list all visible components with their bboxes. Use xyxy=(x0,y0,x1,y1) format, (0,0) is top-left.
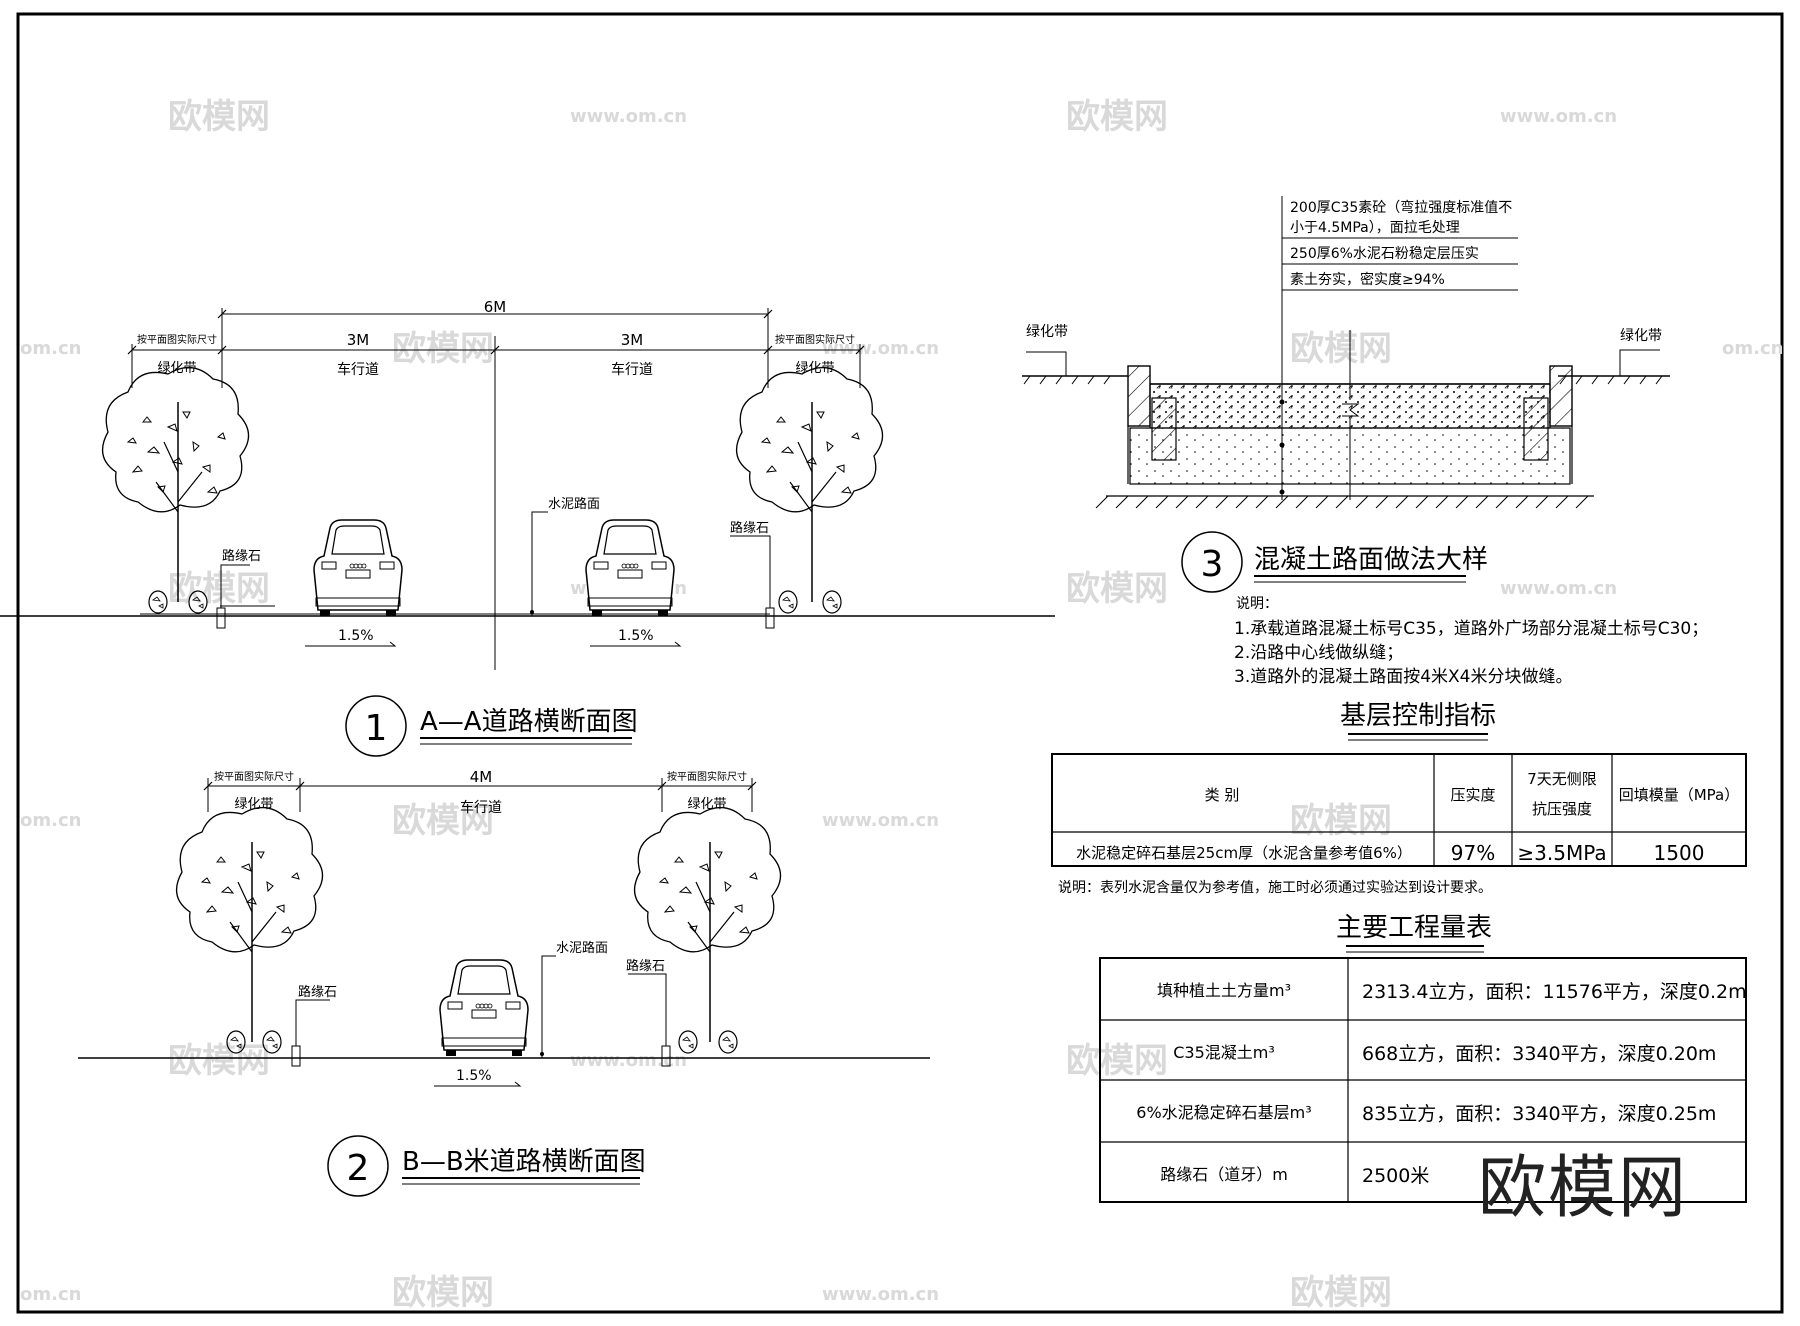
aa-lane-label-right: 车行道 xyxy=(611,361,653,378)
base-table-row-modulus: 1500 xyxy=(1654,841,1705,865)
svg-text:欧模网: 欧模网 xyxy=(1290,801,1392,841)
qty-row-2-item: C35混凝土m³ xyxy=(1173,1043,1275,1062)
bb-curb-label-left: 路缘石 xyxy=(298,984,337,1000)
detail3-layer3: 素土夯实，密实度≥94% xyxy=(1290,271,1445,288)
base-table-header-compaction: 压实度 xyxy=(1450,786,1495,804)
watermark-logo: 欧模网 xyxy=(1478,1149,1689,1228)
bb-title: B—B米道路横断面图 xyxy=(402,1147,646,1177)
svg-text:www.om.cn: www.om.cn xyxy=(1500,106,1617,127)
base-table-title: 基层控制指标 xyxy=(1340,701,1496,731)
notes-item-3: 3.道路外的混凝土路面按4米X4米分块做缝。 xyxy=(1234,667,1573,687)
svg-text:欧模网: 欧模网 xyxy=(392,1273,494,1313)
qty-row-3-value: 835立方，面积：3340平方，深度0.25m xyxy=(1362,1103,1716,1125)
aa-lane-label-left: 车行道 xyxy=(337,361,379,378)
qty-row-1-value: 2313.4立方，面积：11576平方，深度0.2m xyxy=(1362,981,1747,1003)
aa-number: 1 xyxy=(365,708,388,749)
svg-text:om.cn: om.cn xyxy=(20,338,81,359)
base-table-header-modulus: 回填模量（MPa） xyxy=(1619,786,1740,804)
aa-green-label-left: 绿化带 xyxy=(157,361,196,376)
svg-text:欧模网: 欧模网 xyxy=(1066,1041,1168,1081)
qty-row-4-value: 2500米 xyxy=(1362,1165,1429,1187)
svg-text:欧模网: 欧模网 xyxy=(168,1041,270,1081)
base-table-header-category: 类 别 xyxy=(1205,786,1240,804)
watermarks: 欧模网 www.om.cn 欧模网 www.om.cn om.cn 欧模网 ww… xyxy=(20,97,1783,1313)
aa-curb-label-right: 路缘石 xyxy=(730,520,769,536)
svg-text:www.om.cn: www.om.cn xyxy=(822,810,939,831)
notes-item-2: 2.沿路中心线做纵缝； xyxy=(1234,643,1403,663)
svg-text:欧模网: 欧模网 xyxy=(1290,329,1392,369)
aa-lane-left-width: 3M xyxy=(347,331,370,349)
detail3-drawing: 200厚C35素砼（弯拉强度标准值不 小于4.5MPa），面拉毛处理 250厚6… xyxy=(1022,196,1670,593)
bb-slope: 1.5% xyxy=(456,1068,492,1084)
svg-text:www.om.cn: www.om.cn xyxy=(570,106,687,127)
svg-text:欧模网: 欧模网 xyxy=(392,801,494,841)
bb-green-note-left: 按平面图实际尺寸 xyxy=(214,770,294,783)
qty-row-2-value: 668立方，面积：3340平方，深度0.20m xyxy=(1362,1043,1716,1065)
quantity-table: 主要工程量表 填种植土土方量m³ 2313.4立方，面积：11576平方，深度0… xyxy=(1099,913,1747,1203)
aa-pavement-label: 水泥路面 xyxy=(548,496,600,512)
section-bb-drawing: 4M 车行道 按平面图实际尺寸 按平面图实际尺寸 绿化带 绿化带 水泥路面 路缘… xyxy=(78,768,930,1197)
detail3-green-left: 绿化带 xyxy=(1026,324,1068,340)
svg-text:om.cn: om.cn xyxy=(1722,338,1783,359)
svg-text:www.om.cn: www.om.cn xyxy=(822,1284,939,1305)
base-table-note: 说明：表列水泥含量仅为参考值，施工时必须通过实验达到设计要求。 xyxy=(1058,879,1492,896)
aa-green-note-left: 按平面图实际尺寸 xyxy=(137,333,217,346)
aa-total-width: 6M xyxy=(484,298,507,316)
detail3-layer2: 250厚6%水泥石粉稳定层压实 xyxy=(1290,246,1479,262)
detail3-green-right: 绿化带 xyxy=(1620,328,1662,344)
bb-green-note-right: 按平面图实际尺寸 xyxy=(667,770,747,783)
svg-text:www.om.cn: www.om.cn xyxy=(570,1050,687,1071)
section-aa-drawing: 6M 3M 3M 车行道 车行道 按平面图实际尺寸 按平面图实际尺寸 绿化带 绿… xyxy=(0,298,1055,757)
aa-curb-label-left: 路缘石 xyxy=(222,548,261,564)
bb-curb-label-right: 路缘石 xyxy=(626,958,665,974)
base-table-row-category: 水泥稳定碎石基层25cm厚（水泥含量参考值6%） xyxy=(1076,844,1412,862)
svg-text:欧模网: 欧模网 xyxy=(1066,569,1168,609)
aa-green-note-right: 按平面图实际尺寸 xyxy=(775,333,855,346)
bb-green-label-left: 绿化带 xyxy=(234,797,273,812)
notes: 说明： 1.承载道路混凝土标号C35，道路外广场部分混凝土标号C30； 2.沿路… xyxy=(1234,596,1708,687)
qty-row-4-item: 路缘石（道牙）m xyxy=(1160,1165,1288,1184)
svg-text:欧模网: 欧模网 xyxy=(1066,97,1168,137)
bb-number: 2 xyxy=(347,1148,370,1189)
base-table-header-strength-2: 抗压强度 xyxy=(1532,800,1592,818)
qty-row-3-item: 6%水泥稳定碎石基层m³ xyxy=(1136,1103,1311,1122)
svg-text:欧模网: 欧模网 xyxy=(168,97,270,137)
bb-total-width: 4M xyxy=(470,768,493,786)
quantity-table-title: 主要工程量表 xyxy=(1336,913,1492,943)
aa-slope-right: 1.5% xyxy=(618,628,654,644)
sheet-border xyxy=(16,12,1784,1314)
aa-title: A—A道路横断面图 xyxy=(420,707,638,737)
notes-item-1: 1.承载道路混凝土标号C35，道路外广场部分混凝土标号C30； xyxy=(1234,619,1708,639)
svg-text:欧模网: 欧模网 xyxy=(392,329,494,369)
detail3-title: 混凝土路面做法大样 xyxy=(1254,545,1488,575)
svg-text:欧模网: 欧模网 xyxy=(168,569,270,609)
base-table-header-strength-1: 7天无侧限 xyxy=(1527,770,1597,788)
bb-pavement-label: 水泥路面 xyxy=(556,940,608,956)
notes-heading: 说明： xyxy=(1236,596,1278,612)
aa-lane-right-width: 3M xyxy=(621,331,644,349)
svg-text:欧模网: 欧模网 xyxy=(1290,1273,1392,1313)
svg-text:www.om.cn: www.om.cn xyxy=(822,338,939,359)
base-table-row-compaction: 97% xyxy=(1451,841,1495,865)
svg-text:om.cn: om.cn xyxy=(20,1284,81,1305)
qty-row-1-item: 填种植土土方量m³ xyxy=(1157,981,1291,1000)
svg-text:www.om.cn: www.om.cn xyxy=(1500,578,1617,599)
detail3-number: 3 xyxy=(1201,544,1224,585)
bb-lane-label: 车行道 xyxy=(460,799,502,816)
detail3-layer1-line1: 200厚C35素砼（弯拉强度标准值不 xyxy=(1290,199,1512,216)
aa-slope-left: 1.5% xyxy=(338,628,374,644)
base-table: 基层控制指标 类 别 压实度 7天无侧限 抗压强度 回填模量（MPa） 水泥稳定… xyxy=(1051,701,1747,896)
base-table-row-strength: ≥3.5MPa xyxy=(1517,841,1606,865)
svg-text:om.cn: om.cn xyxy=(20,810,81,831)
detail3-layer1-line2: 小于4.5MPa），面拉毛处理 xyxy=(1290,220,1460,236)
